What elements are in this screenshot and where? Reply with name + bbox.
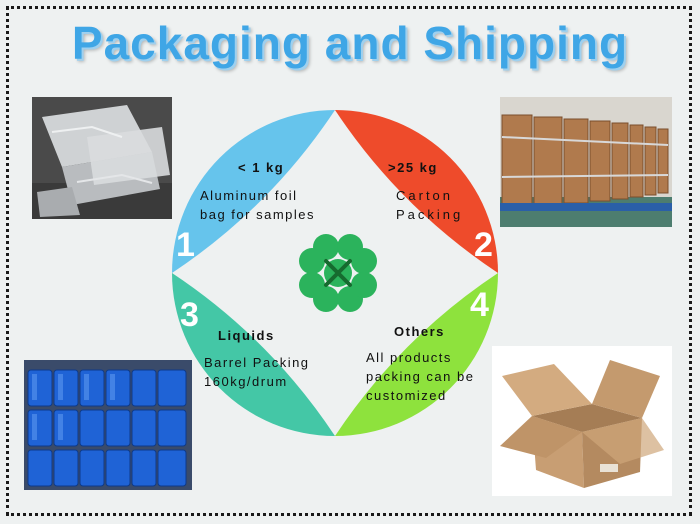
petal-2-shape	[335, 110, 498, 273]
option-3-heading: Liquids	[218, 328, 275, 343]
option-4-line2: packing can be	[366, 369, 475, 384]
option-3-line2: 160kg/drum	[204, 374, 288, 389]
option-4-number: 4	[470, 286, 489, 324]
option-1-line1: Aluminum foil	[200, 188, 298, 203]
packaging-options-circle	[172, 110, 498, 436]
dotted-frame	[6, 6, 692, 516]
carton-drums-photo	[500, 97, 672, 227]
option-2-number: 2	[474, 226, 493, 264]
option-3-line1: Barrel Packing	[204, 355, 310, 370]
option-2-line1: Carton	[396, 188, 454, 203]
petal-3-shape	[172, 273, 335, 436]
option-4-line3: customized	[366, 388, 447, 403]
plastic-barrels-photo	[24, 360, 192, 490]
petal-1-shape	[172, 110, 335, 273]
open-carton-box-photo	[492, 346, 672, 496]
four-leaf-clover-icon	[299, 234, 377, 312]
petal-4-shape	[335, 273, 498, 436]
option-4-line1: All products	[366, 350, 452, 365]
page-title: Packaging and Shipping	[71, 17, 629, 69]
foil-bags-photo	[32, 97, 172, 219]
option-4-heading: Others	[394, 324, 445, 339]
option-2-heading: >25 kg	[388, 160, 438, 175]
option-2-line2: Packing	[396, 207, 464, 222]
option-1-line2: bag for samples	[200, 207, 315, 222]
option-1-number: 1	[176, 226, 195, 264]
option-3-number: 3	[180, 296, 199, 334]
option-1-heading: < 1 kg	[238, 160, 285, 175]
